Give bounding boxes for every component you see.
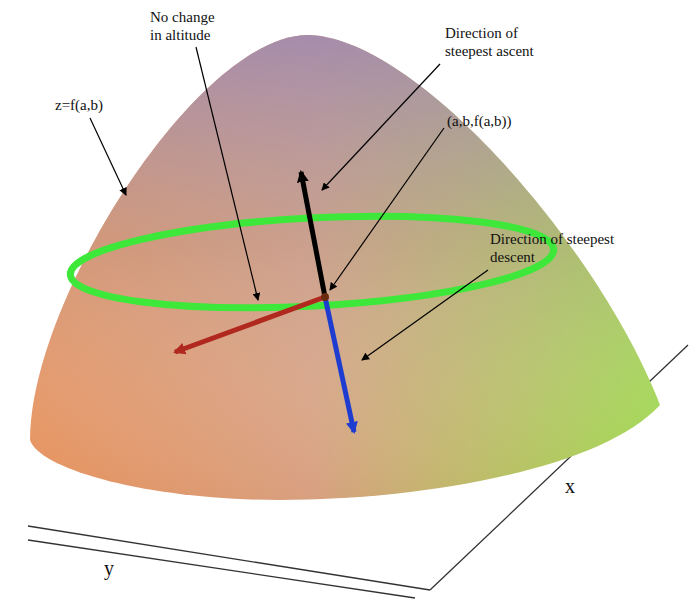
point [321,293,329,301]
callout-label: Direction of steepest ascent [445,24,565,60]
surface [30,35,660,500]
callout-label: No change in altitude [150,8,224,44]
axis-label: y [104,556,114,580]
callout-label: Direction of steepest descent [490,230,615,266]
leader-lines [90,47,488,360]
callout-label: (a,b,f(a,b)) [447,112,512,130]
descent-vector [325,297,354,432]
surface-shade [30,35,660,500]
axis-label: x [565,474,575,498]
callout-label: z=f(a,b) [55,96,103,114]
ascent-vector [301,172,325,297]
level-vector [175,297,325,352]
